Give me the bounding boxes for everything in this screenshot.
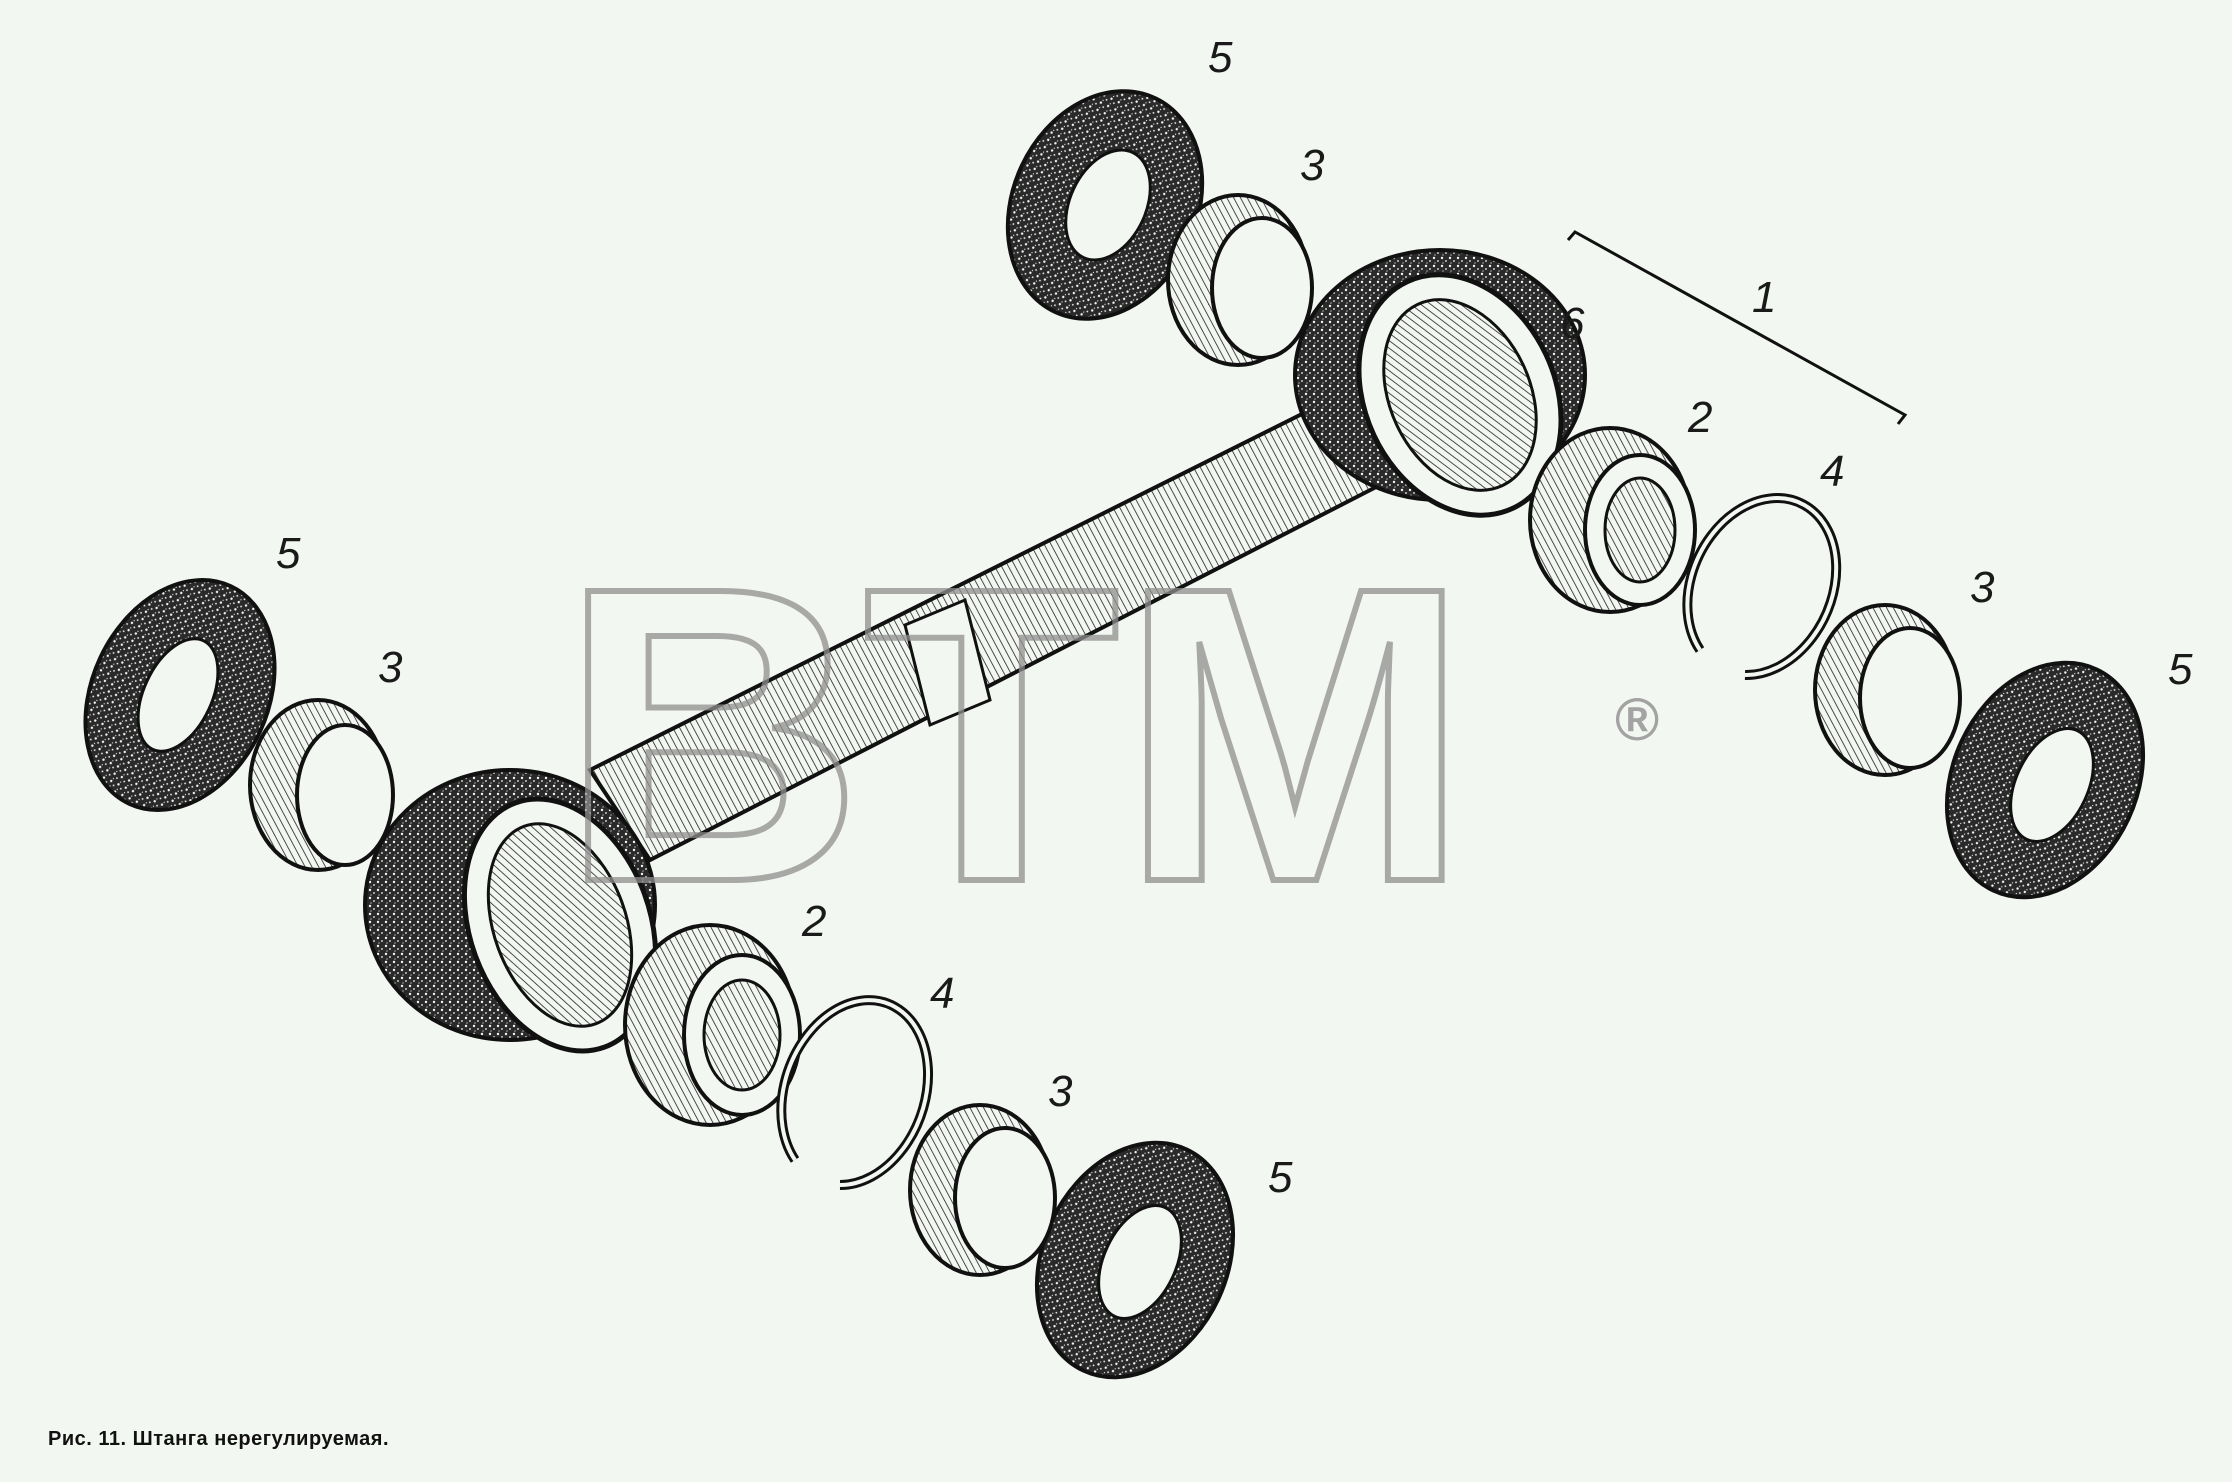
race-left — [623, 923, 802, 1127]
callout-1: 1 — [1752, 273, 1776, 322]
needle-bearing-left — [248, 698, 395, 872]
callout-2-right: 2 — [1687, 393, 1712, 442]
needle-bearing-bottom — [908, 1103, 1057, 1277]
callout-5-top: 5 — [1208, 33, 1233, 82]
callout-3-left: 3 — [378, 643, 403, 692]
seal-left — [83, 578, 277, 812]
registered-mark: ® — [1615, 686, 1659, 753]
callout-5-right: 5 — [2168, 645, 2193, 694]
callout-6: 6 — [1560, 299, 1585, 348]
retaining-ring-right — [1682, 493, 1842, 681]
needle-bearing-right — [1813, 603, 1962, 777]
callout-5-bottom: 5 — [1268, 1153, 1293, 1202]
callouts: 5 3 1 6 2 4 3 5 5 3 2 4 3 5 — [276, 33, 2193, 1202]
left-housing — [363, 768, 659, 1054]
callout-5-left: 5 — [276, 529, 301, 578]
right-housing — [1293, 248, 1587, 518]
callout-3-right: 3 — [1970, 563, 1995, 612]
seal-right — [1944, 660, 2146, 900]
race-right — [1528, 426, 1697, 614]
needle-bearing-top — [1166, 193, 1314, 367]
seal-top — [1005, 89, 1205, 321]
callout-4-left: 4 — [930, 969, 954, 1018]
callout-2-left: 2 — [801, 897, 826, 946]
watermark-text: BTM — [560, 501, 1470, 970]
assembly-bracket — [1566, 230, 1908, 425]
callout-3-bottom: 3 — [1048, 1067, 1073, 1116]
figure-caption: Рис. 11. Штанга нерегулируемая. — [48, 1428, 390, 1450]
watermark: BTM ® — [557, 498, 1659, 973]
retaining-ring-left — [776, 995, 934, 1191]
seal-bottom — [1034, 1140, 1236, 1380]
callout-4-right: 4 — [1820, 447, 1844, 496]
callout-3-top: 3 — [1300, 141, 1325, 190]
